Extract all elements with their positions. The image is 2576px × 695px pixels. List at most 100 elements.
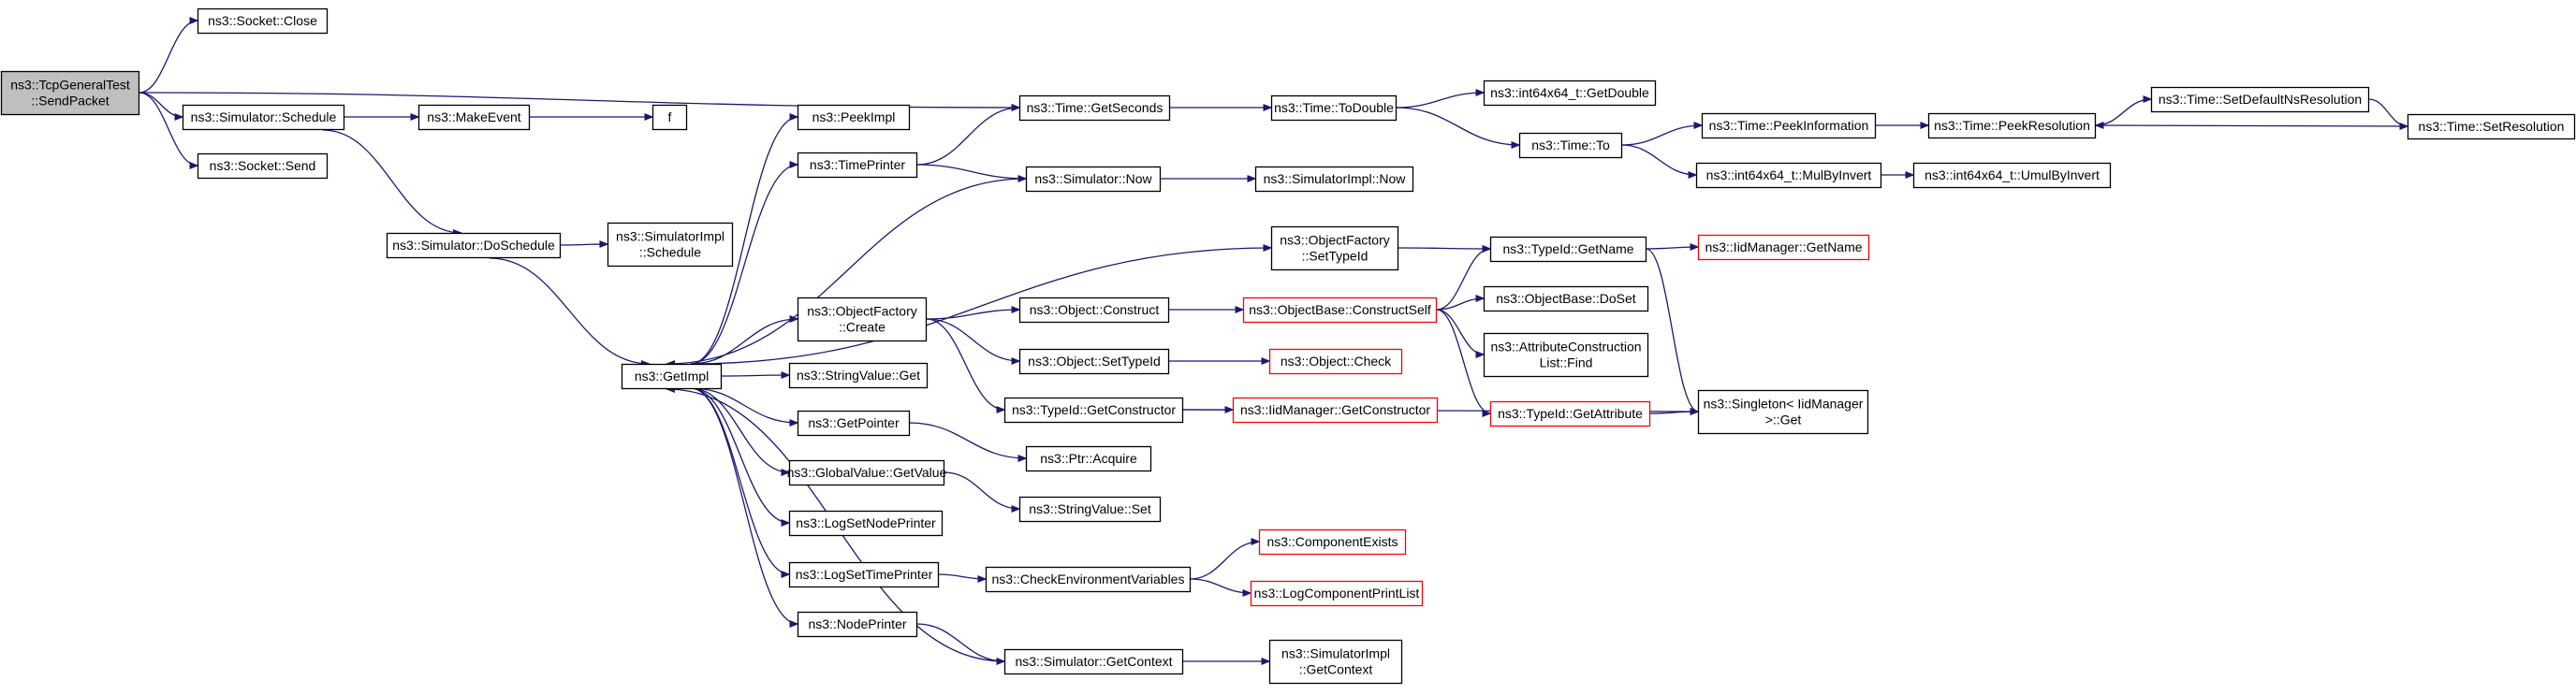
node-box [1232,397,1439,424]
node-make-event[interactable]: ns3::MakeEvent [417,104,531,131]
node-getpointer[interactable]: ns3::GetPointer [797,410,911,437]
node-label: ns3::Ptr::Acquire [1040,451,1137,466]
node-time-todouble[interactable]: ns3::Time::ToDouble [1270,94,1398,122]
node-logsettimeprinter[interactable]: ns3::LogSetTimePrinter [788,561,940,588]
node-nodeprinter[interactable]: ns3::NodePrinter [797,611,918,638]
edge-typeid-getname-to-iidmgr-getname [1646,243,1700,252]
node-label: ::GetContext [1299,662,1373,677]
node-root[interactable]: ns3::TcpGeneralTest::SendPacket [0,70,140,116]
node-getimpl[interactable]: ns3::GetImpl [621,363,723,390]
node-simimpl-schedule[interactable]: ns3::SimulatorImpl::Schedule [607,222,734,268]
node-logsetnodeprinter[interactable]: ns3::LogSetNodePrinter [788,510,944,537]
node-of-settypeid[interactable]: ns3::ObjectFactory::SetTypeId [1270,225,1399,271]
node-sim-now[interactable]: ns3::Simulator::Now [1025,166,1162,193]
node-box [1268,639,1403,685]
node-timeprinter[interactable]: ns3::TimePrinter [797,152,918,179]
edge-time-setresolution-to-time-peekresolution [2094,122,2408,130]
node-box [197,7,329,35]
node-time-setresolution[interactable]: ns3::Time::SetResolution [2407,113,2576,140]
node-peekimpl[interactable]: ns3::PeekImpl [797,104,911,131]
node-box [1927,112,2097,139]
node-objbase-doset[interactable]: ns3::ObjectBase::DoSet [1483,285,1649,312]
node-label: ns3::Time::PeekResolution [1934,118,2090,133]
node-objbase-constructself[interactable]: ns3::ObjectBase::ConstructSelf [1242,297,1438,324]
node-box [1697,389,1869,435]
node-label: ns3::CheckEnvironmentVariables [992,572,1185,586]
node-label: ns3::TypeId::GetName [1502,241,1633,256]
node-socket-close[interactable]: ns3::Socket::Close [197,7,329,35]
node-label: ns3::Object::Check [1281,354,1392,369]
node-int64-mulbyinvert[interactable]: ns3::int64x64_t::MulByInvert [1695,162,1882,189]
edge-objbase-constructself-to-attrconstlist-find [1436,309,1486,358]
node-box [1483,332,1649,378]
node-obj-settypeid[interactable]: ns3::Object::SetTypeId [1018,348,1170,375]
edge-getimpl-to-of-create [691,315,799,365]
node-simimpl-now[interactable]: ns3::SimulatorImpl::Now [1254,166,1414,193]
node-box [1268,348,1403,375]
node-sim-doschedule[interactable]: ns3::Simulator::DoSchedule [386,232,562,259]
node-label: ns3::NodePrinter [808,616,906,631]
node-time-peekinformation[interactable]: ns3::Time::PeekInformation [1701,112,1877,139]
node-gv-getvalue[interactable]: ns3::GlobalValue::GetValue [787,459,947,486]
node-label: ns3::ObjectFactory [807,304,917,319]
node-label: ns3::LogSetNodePrinter [796,515,936,530]
edge-getimpl-to-of-settypeid [691,244,1273,365]
node-socket-send[interactable]: ns3::Socket::Send [197,152,329,180]
edge-timeprinter-to-sim-now [916,164,1028,182]
edge-time-to-to-int64-mulbyinvert [1621,144,1698,179]
node-time-setdefaultnsres[interactable]: ns3::Time::SetDefaultNsResolution [2150,86,2370,113]
node-label: ns3::MakeEvent [427,109,520,124]
edge-of-settypeid-to-typeid-getname [1398,244,1492,253]
node-obj-construct[interactable]: ns3::Object::Construct [1018,297,1170,324]
edge-sim-doschedule-to-getimpl [489,257,651,368]
node-typeid-getattribute[interactable]: ns3::TypeId::GetAttribute [1489,400,1651,427]
node-f[interactable]: f [651,104,688,131]
node-int64-umulbyinvert[interactable]: ns3::int64x64_t::UmulByInvert [1912,162,2112,189]
node-obj-check[interactable]: ns3::Object::Check [1268,348,1403,375]
node-label: ns3::Simulator::DoSchedule [392,238,555,253]
node-time-to[interactable]: ns3::Time::To [1518,132,1623,159]
node-singleton-get[interactable]: ns3::Singleton< IidManager >::Get [1697,389,1869,435]
node-label: ns3::Simulator::Schedule [191,109,337,124]
node-box [797,410,911,437]
node-iidmgr-getconstructor[interactable]: ns3::IidManager::GetConstructor [1232,397,1439,424]
edge-getimpl-to-getpointer [691,387,799,427]
node-stringvalue-set[interactable]: ns3::StringValue::Set [1018,496,1162,523]
node-logcomponentprintlist[interactable]: ns3::LogComponentPrintList [1250,580,1424,607]
node-label: ::Create [839,320,886,335]
node-label: ns3::IidManager::GetName [1705,239,1862,254]
node-box [1242,297,1438,324]
node-sim-schedule[interactable]: ns3::Simulator::Schedule [182,104,345,131]
node-label: ns3::Time::SetDefaultNsResolution [2159,92,2362,107]
edge-nodeprinter-to-sim-getcontext [916,623,1006,665]
node-of-create[interactable]: ns3::ObjectFactory::Create [797,297,928,342]
node-ptr-acquire[interactable]: ns3::Ptr::Acquire [1025,445,1152,472]
node-label: ns3::LogComponentPrintList [1254,586,1420,601]
node-typeid-getconstructor[interactable]: ns3::TypeId::GetConstructor [1003,397,1184,424]
node-typeid-getname[interactable]: ns3::TypeId::GetName [1489,236,1647,263]
edge-getimpl-to-stringvalue-get [721,371,791,380]
node-checkenv[interactable]: ns3::CheckEnvironmentVariables [985,566,1192,593]
node-box [1025,166,1162,193]
node-time-peekresolution[interactable]: ns3::Time::PeekResolution [1927,112,2097,139]
node-box [197,152,329,180]
node-stringvalue-get[interactable]: ns3::StringValue::Get [788,362,929,389]
node-label: ns3::TypeId::GetConstructor [1012,402,1176,417]
node-box [1018,94,1171,122]
node-box [2407,113,2576,140]
node-label: ::Schedule [639,245,701,260]
node-box [1270,225,1399,271]
node-box [182,104,345,131]
node-time-getseconds[interactable]: ns3::Time::GetSeconds [1018,94,1171,122]
node-iidmgr-getname[interactable]: ns3::IidManager::GetName [1697,234,1870,261]
edge-of-create-to-typeid-getconstructor [926,318,1006,413]
node-int64-getdouble[interactable]: ns3::int64x64_t::GetDouble [1483,80,1657,107]
node-box [386,232,562,259]
node-label: ns3::SimulatorImpl::Now [1264,171,1407,186]
node-simimpl-getcontext[interactable]: ns3::SimulatorImpl::GetContext [1268,639,1403,685]
node-sim-getcontext[interactable]: ns3::Simulator::GetContext [1003,648,1184,675]
edge-getimpl-to-gv-getvalue [691,387,791,476]
node-componentexists[interactable]: ns3::ComponentExists [1258,528,1407,556]
node-label: ns3::LogSetTimePrinter [796,567,933,582]
